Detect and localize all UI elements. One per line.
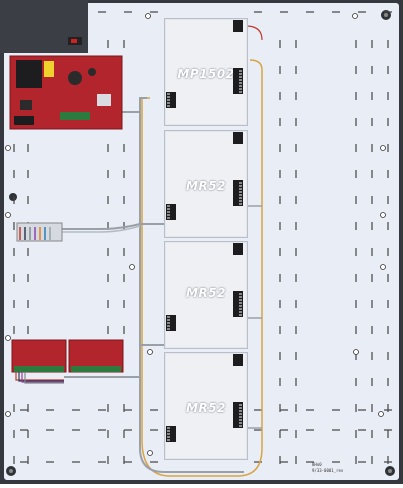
mounting-hole [147,450,153,456]
mounting-hole [5,335,11,341]
board-label: MR52 [186,401,226,415]
power-cover [0,0,88,53]
relay-board-left [11,339,67,373]
controller-board-mp1502: MP1502 [164,18,248,126]
cable-harness [60,25,263,477]
power-supply-pcb [9,55,123,130]
mounting-hole [378,411,384,417]
transformer [16,60,42,88]
relay-board-right [68,339,124,373]
mounting-hole [380,264,386,270]
controller-board-mr52-3: MR52 [164,352,248,460]
board-label: MR52 [186,179,226,193]
relay-wire [21,372,64,383]
mounting-hole [129,264,135,270]
corner-screws [6,10,395,476]
mounting-slots [13,11,392,464]
cable-connector-block [16,222,63,242]
relay-wire [15,372,64,381]
mounting-hole [145,13,151,19]
mounting-hole [352,13,358,19]
mounting-hole [380,145,386,151]
relay-wire [24,372,64,384]
board-label: MR52 [186,286,226,300]
board-label: MP1502 [177,67,235,81]
mounting-hole [5,212,11,218]
mounting-hole [5,145,11,151]
relay-wire [18,372,64,382]
controller-board-mr52-1: MR52 [164,130,248,238]
power-switch-indicator [71,39,77,43]
mounting-hole [5,411,11,417]
drawing-reference: 9/33-0001_rev [312,468,344,473]
mounting-hole [380,212,386,218]
mounting-hole [147,349,153,355]
mounting-hole [353,349,359,355]
drawing-note: 8Ho0 [312,462,322,467]
mounting-holes [5,13,386,456]
controller-board-mr52-2: MR52 [164,241,248,349]
